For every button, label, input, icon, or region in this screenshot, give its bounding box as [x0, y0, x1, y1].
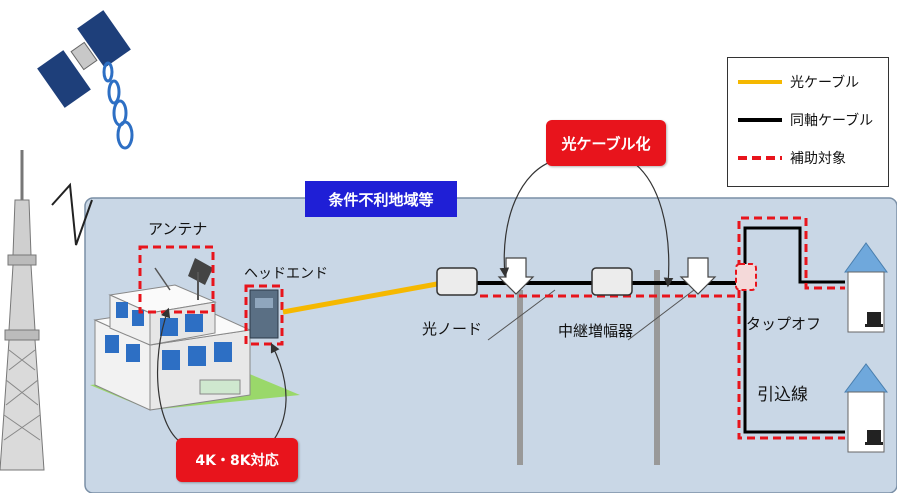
coax-drop-upper: [743, 226, 845, 284]
upgrade-tag: 4K・8K対応: [176, 438, 298, 482]
legend-item-subsidy: 補助対象: [738, 148, 846, 168]
antenna-subsidy-box: [138, 245, 215, 314]
subsidy-drop-lower: [737, 290, 845, 440]
legend-swatch-fiber: [738, 80, 782, 84]
legend-item-coax: 同軸ケーブル: [738, 110, 873, 130]
replace-arrow-2: [679, 257, 717, 295]
fiber-cable: [282, 281, 438, 315]
dish-antenna-icon: [154, 258, 213, 300]
headend-equipment: [249, 289, 279, 339]
satellite-icon: [37, 10, 134, 150]
pole-wire-1: [487, 289, 556, 341]
pole-wire-2: [627, 289, 695, 341]
antenna-label: アンテナ: [148, 220, 208, 238]
headend-label: ヘッドエンド: [244, 266, 328, 282]
headend-panel: [255, 298, 273, 308]
repeater-amp-label: 中継増幅器: [558, 322, 634, 340]
house-icon-upper: [844, 242, 888, 333]
legend-label-fiber: 光ケーブル: [790, 75, 860, 91]
fiber-conversion-arrow-right: [629, 159, 674, 288]
legend-label-subsidy: 補助対象: [790, 151, 846, 167]
repeater-amp-box: [591, 267, 633, 296]
radio-wave-icon: [51, 182, 93, 246]
legend-item-fiber: 光ケーブル: [738, 72, 859, 92]
legend-swatch-subsidy: [738, 156, 782, 160]
house-icon-lower: [844, 363, 888, 453]
tap-off-label: タップオフ: [746, 315, 822, 333]
subsidy-drop-upper: [737, 216, 845, 290]
fiber-conversion-tag: 光ケーブル化: [546, 120, 666, 166]
optical-node-label: 光ノード: [422, 320, 483, 338]
broadcast-tower-icon: [0, 150, 45, 471]
legend-label-coax: 同軸ケーブル: [790, 113, 874, 129]
drop-line-label: 引込線: [757, 385, 808, 405]
coax-drop-lower: [743, 285, 845, 434]
tap-off-box: [735, 263, 757, 291]
building-icon: [90, 284, 300, 411]
fiber-conversion-arrow-left: [499, 159, 557, 278]
legend: 光ケーブル 同軸ケーブル 補助対象: [727, 57, 889, 187]
headend-subsidy-box: [244, 284, 284, 346]
upgrade-arrow-right: [269, 342, 287, 446]
upgrade-arrow-left: [156, 307, 186, 446]
legend-swatch-coax: [738, 118, 782, 122]
optical-node-box: [436, 267, 478, 296]
region-label: 条件不利地域等: [305, 181, 457, 217]
